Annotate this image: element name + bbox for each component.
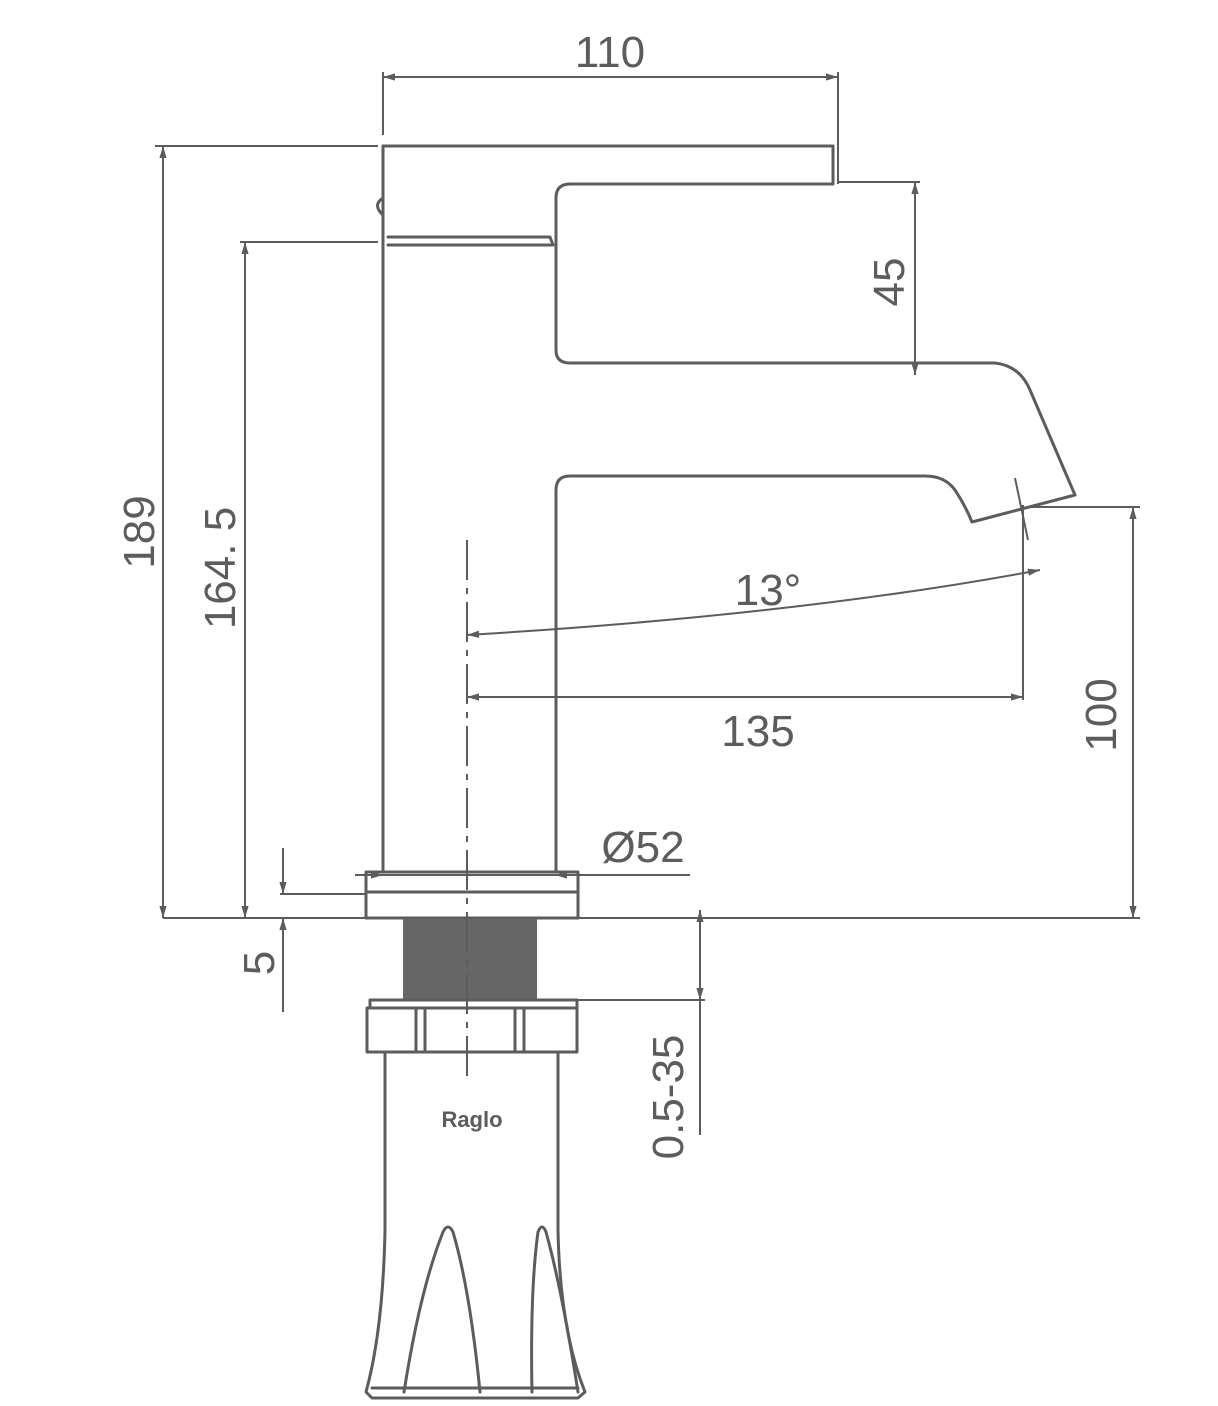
base-flange (364, 870, 580, 920)
svg-text:164. 5: 164. 5 (196, 507, 245, 629)
dim-base-thickness: 5 (235, 848, 366, 1012)
mounting-nut (365, 998, 579, 1054)
dim-handle-length: 110 (382, 28, 839, 184)
dim-base-diameter: Ø52 (355, 823, 690, 879)
svg-text:Ø52: Ø52 (601, 823, 684, 872)
dim-body-height: 164. 5 (196, 241, 378, 918)
brand-logo: Raglo (441, 1107, 502, 1132)
svg-text:100: 100 (1077, 678, 1126, 751)
svg-text:13°: 13° (735, 566, 802, 615)
dim-mounting-range: 0.5-35 (577, 910, 705, 1159)
dim-spout-reach: 135 (467, 505, 1024, 756)
svg-text:5: 5 (235, 951, 284, 975)
faucet-outline (376, 144, 1077, 874)
svg-text:0.5-35: 0.5-35 (644, 1035, 693, 1160)
svg-text:189: 189 (115, 495, 164, 568)
dim-spout-angle: 13° (466, 477, 1041, 638)
threaded-shank (403, 918, 537, 1000)
dim-total-height: 189 (115, 145, 378, 918)
svg-text:110: 110 (575, 28, 645, 77)
svg-text:135: 135 (721, 707, 794, 756)
dim-spout-height: 45 (838, 181, 920, 375)
lower-body (364, 1050, 587, 1400)
svg-text:45: 45 (865, 258, 914, 307)
dim-spout-clearance: 100 (1030, 506, 1140, 918)
